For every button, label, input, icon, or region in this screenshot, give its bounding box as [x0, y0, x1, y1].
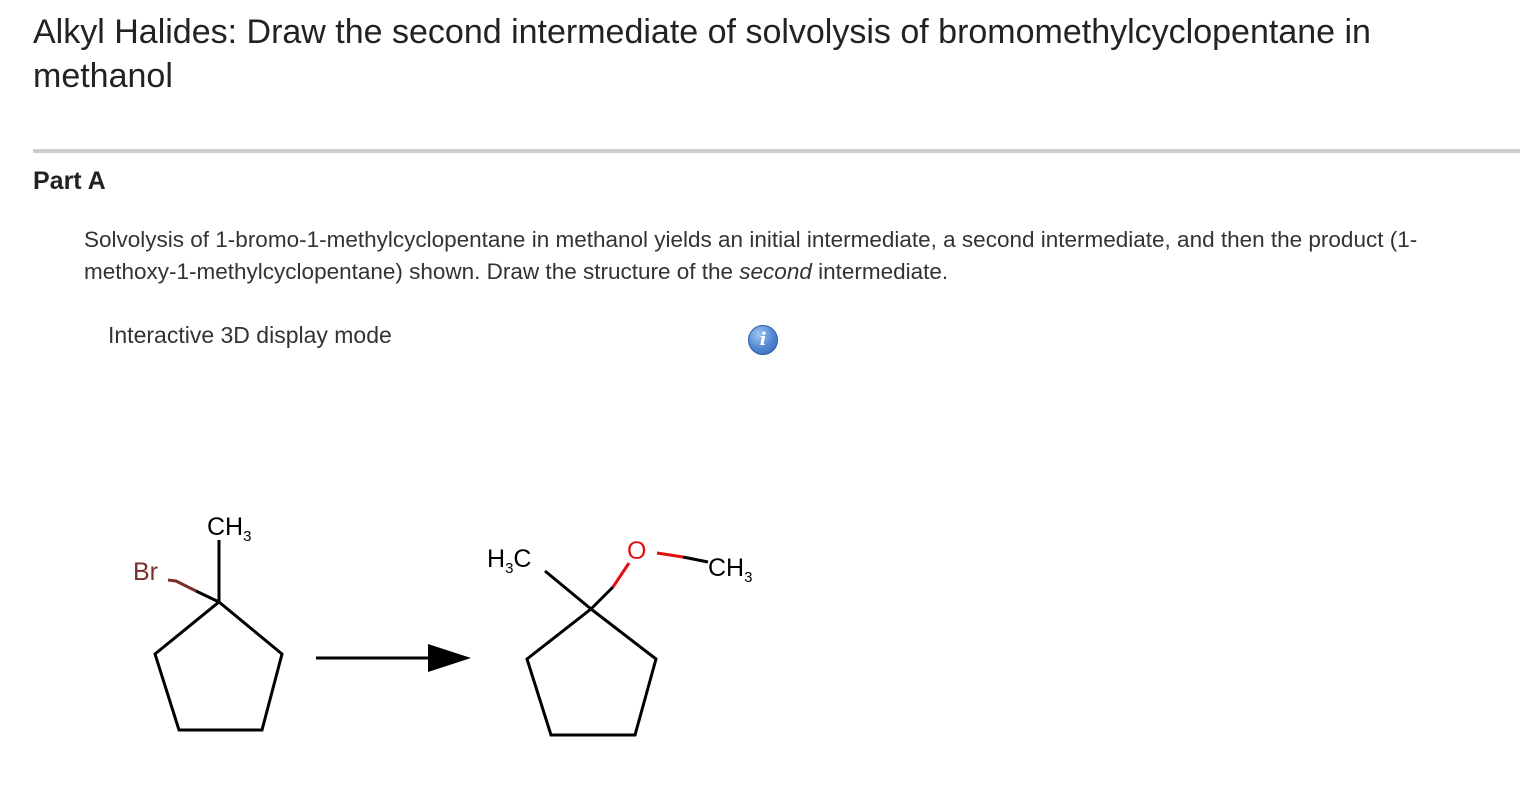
- product-oxygen-bond-red: [611, 562, 631, 588]
- product-oxygen-bond-dark: [589, 585, 615, 611]
- reactant-structure: Br CH3: [133, 513, 284, 732]
- product-methoxy-subscript: 3: [744, 569, 752, 586]
- product-methoxy-bond-dark: [682, 555, 709, 564]
- page-title: Alkyl Halides: Draw the second intermedi…: [33, 13, 1371, 95]
- reaction-scheme: Br CH3 O CH3 H3C: [133, 513, 752, 737]
- reactant-bromine-label: Br: [133, 558, 158, 586]
- question-emphasis: second: [739, 259, 812, 284]
- product-methyl-h: H: [487, 545, 505, 573]
- product-oxygen-label: O: [627, 537, 646, 565]
- reactant-bromine-bond-colored: [167, 578, 197, 593]
- question-text-start: Solvolysis of 1-bromo-1-methylcyclopenta…: [84, 227, 1418, 284]
- product-structure: O CH3 H3C: [487, 537, 752, 737]
- reactant-methyl-subscript: 3: [243, 528, 251, 545]
- reactant-methyl-ch: CH: [207, 513, 243, 541]
- info-icon[interactable]: i: [748, 325, 778, 355]
- question-text-end: intermediate.: [811, 259, 949, 284]
- reactant-bromine-bond-dark: [195, 589, 220, 604]
- reaction-arrow: [316, 644, 471, 672]
- product-methyl-subscript: 3: [505, 560, 513, 577]
- product-cyclopentane-ring: [525, 607, 658, 737]
- reactant-cyclopentane-ring: [153, 600, 284, 732]
- product-methyl-label: H3C: [487, 545, 531, 577]
- part-title: Part A: [33, 167, 106, 195]
- product-methoxy-ch: CH: [708, 554, 744, 582]
- question-text: Solvolysis of 1-bromo-1-methylcyclopenta…: [84, 224, 1504, 288]
- reactant-methyl-label: CH3: [207, 513, 251, 545]
- product-methyl-c: C: [513, 545, 531, 573]
- product-methyl-bond: [544, 569, 592, 611]
- product-methoxy-label: CH3: [708, 554, 752, 586]
- section-divider: [33, 149, 1520, 153]
- display-mode-label: Interactive 3D display mode: [108, 322, 392, 348]
- product-methoxy-bond-red: [656, 551, 684, 559]
- reaction-arrow-head: [428, 644, 471, 672]
